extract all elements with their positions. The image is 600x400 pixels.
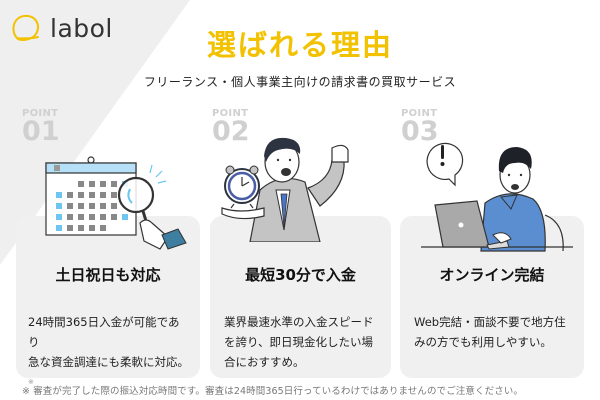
point-01-label: POINT 01: [22, 108, 60, 147]
card-point-02: 最短30分で入金 業界最速水準の入金スピード を誇り、即日現金化したい場 合にお…: [210, 216, 391, 378]
point-label: POINT: [401, 108, 438, 119]
logo-loop-icon: [12, 14, 39, 41]
card-description-line: 急な資金調達にも柔軟に対応。: [28, 355, 189, 369]
point-03-label: POINT 03: [401, 108, 439, 147]
labol-logo: labol: [8, 10, 113, 46]
footnote: ※ 審査が完了した際の振込対応時間です。審査は24時間365日行っているわけでは…: [22, 386, 523, 397]
card-description-line: みの方でも利用しやすい。: [414, 335, 552, 349]
man-laptop-icon: [421, 142, 573, 252]
card-description-line: 24時間365日入金が可能であり: [28, 315, 180, 349]
note-mark: ※: [28, 378, 34, 386]
point-number: 01: [22, 116, 60, 147]
businessman-alarm-clock-icon: [221, 137, 349, 242]
card-description: 業界最速水準の入金スピード を誇り、即日現金化したい場 合におすすめ。: [224, 312, 381, 372]
card-description-line: Web完結・面談不要で地方住: [414, 315, 566, 329]
card-description: Web完結・面談不要で地方住 みの方でも利用しやすい。: [414, 312, 574, 352]
card-description-line: を誇り、即日現金化したい場: [224, 335, 374, 349]
card-title: 土日祝日も対応: [55, 266, 161, 284]
card-description-line: 業界最速水準の入金スピード: [224, 315, 374, 329]
card-description-line: 合におすすめ。: [224, 355, 305, 369]
point-label: POINT: [212, 108, 249, 119]
card-title: 最短30分で入金: [245, 266, 356, 284]
point-label: POINT: [22, 108, 59, 119]
logo-text: labol: [50, 13, 113, 43]
calendar-magnifier-icon: [45, 156, 187, 250]
card-description: 24時間365日入金が可能であり 急な資金調達にも柔軟に対応。 ※: [28, 312, 190, 392]
page-title: 選ばれる理由: [206, 28, 393, 62]
point-02-label: POINT 02: [212, 108, 250, 147]
card-title: オンライン完結: [439, 266, 545, 284]
point-number: 02: [212, 116, 250, 147]
point-number: 03: [401, 116, 439, 147]
page-subtitle: フリーランス・個人事業主向けの請求書の買取サービス: [143, 75, 457, 89]
